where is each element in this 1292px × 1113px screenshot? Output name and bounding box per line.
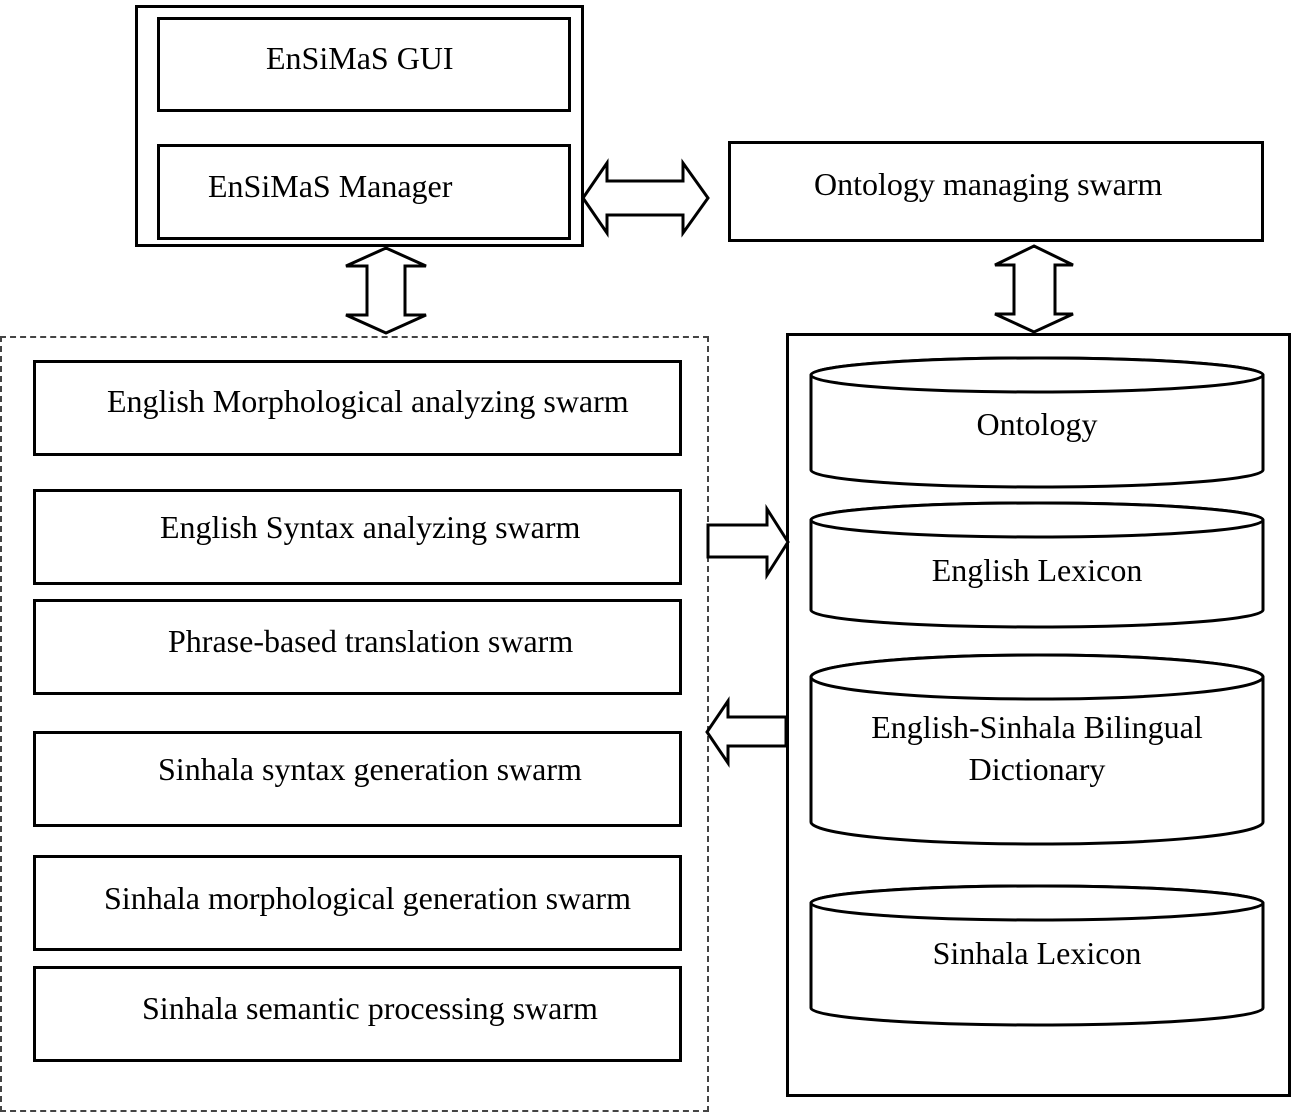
english-morphological-swarm-label: English Morphological analyzing swarm <box>107 383 629 419</box>
manager-ontology-double-arrow <box>581 158 710 238</box>
swarm-group <box>0 336 709 1112</box>
sinhala-morphological-swarm-box[interactable] <box>33 855 682 951</box>
sinhala-lexicon-db-label: Sinhala Lexicon <box>932 935 1142 971</box>
ontology-managing-swarm-label: Ontology managing swarm <box>814 166 1163 202</box>
swarms-to-database-arrow <box>706 503 790 581</box>
phrase-translation-swarm-box[interactable] <box>33 599 682 695</box>
english-lexicon-db-label: English Lexicon <box>931 552 1143 588</box>
ontology-cylinder[interactable] <box>809 356 1265 489</box>
manager-swarms-double-arrow <box>345 246 427 335</box>
ensimas-gui-label: EnSiMaS GUI <box>266 40 454 76</box>
bilingual-dictionary-cylinder[interactable] <box>809 653 1265 846</box>
ontology-database-double-arrow <box>994 244 1074 334</box>
english-lexicon-cylinder[interactable] <box>809 501 1265 629</box>
ensimas-manager-label: EnSiMaS Manager <box>208 168 453 204</box>
sinhala-lexicon-cylinder[interactable] <box>809 884 1265 1027</box>
sinhala-semantic-swarm-box[interactable] <box>33 966 682 1062</box>
sinhala-semantic-swarm-label: Sinhala semantic processing swarm <box>142 990 598 1026</box>
bilingual-dictionary-db-label-line2: Dictionary <box>968 751 1106 787</box>
ensimas-gui-box[interactable] <box>157 17 571 112</box>
ontology-managing-swarm-box[interactable] <box>728 141 1264 242</box>
ontology-db-label: Ontology <box>976 406 1098 442</box>
sinhala-morphological-swarm-label: Sinhala morphological generation swarm <box>104 880 631 916</box>
bilingual-dictionary-db-label-line1: English-Sinhala Bilingual <box>871 709 1203 745</box>
phrase-translation-swarm-label: Phrase-based translation swarm <box>168 623 574 659</box>
sinhala-syntax-swarm-box[interactable] <box>33 731 682 827</box>
database-to-swarms-arrow <box>705 696 788 768</box>
english-syntax-swarm-box[interactable] <box>33 489 682 585</box>
ensimas-manager-box[interactable] <box>157 144 571 240</box>
english-morphological-swarm-box[interactable] <box>33 360 682 456</box>
english-syntax-swarm-label: English Syntax analyzing swarm <box>160 509 581 545</box>
sinhala-syntax-swarm-label: Sinhala syntax generation swarm <box>158 751 582 787</box>
